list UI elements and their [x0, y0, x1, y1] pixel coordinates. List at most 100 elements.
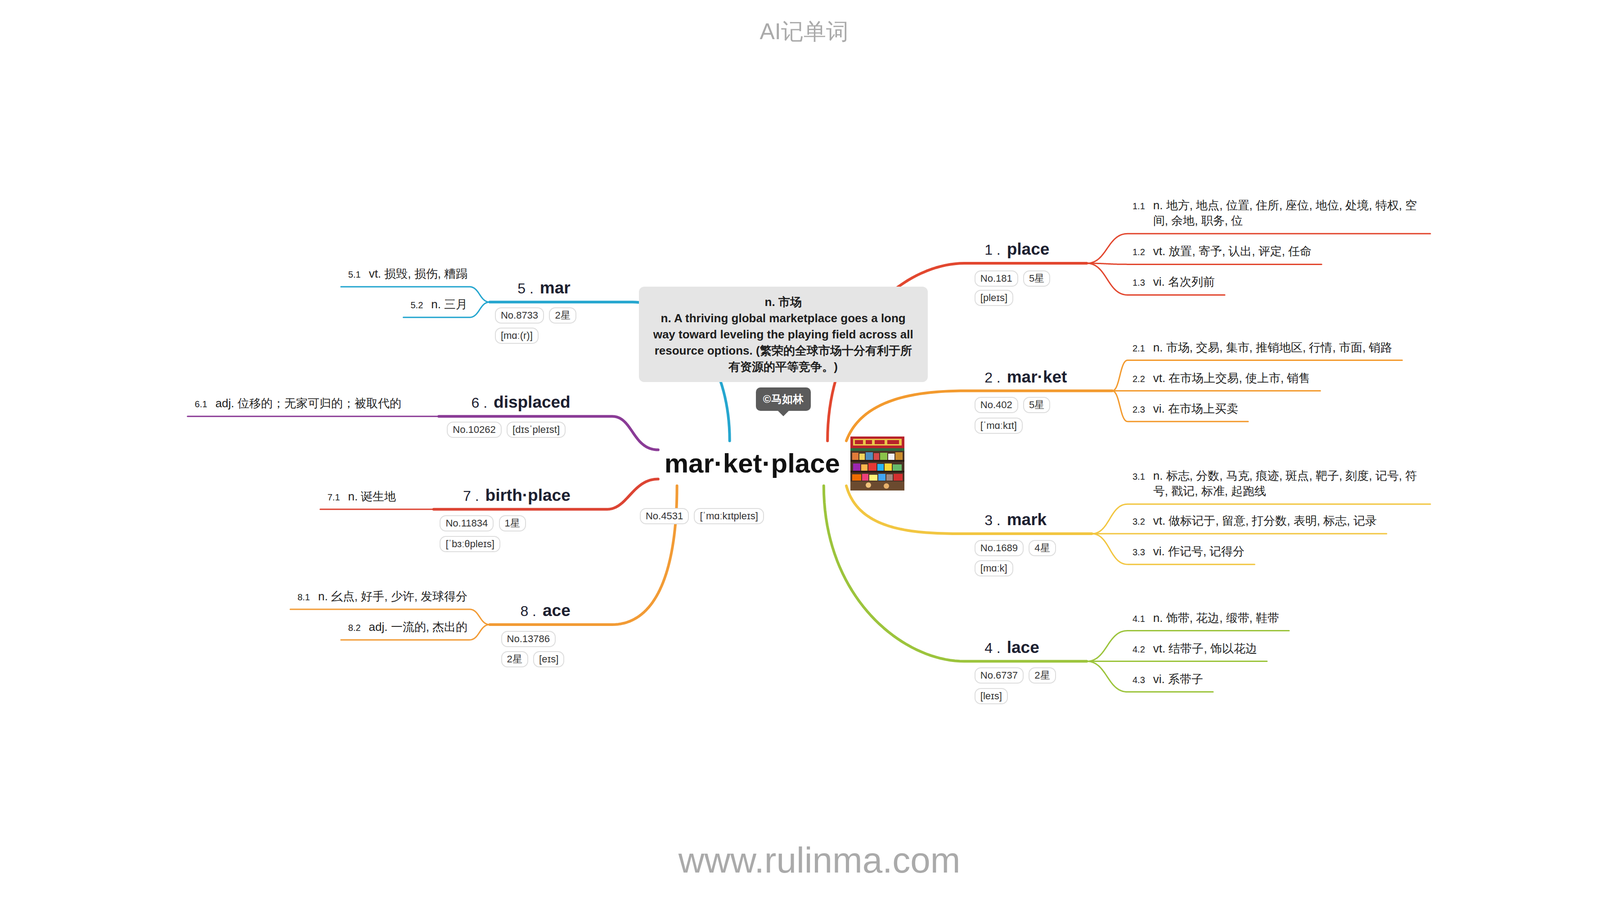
pill-text: 1星: [504, 517, 521, 529]
branch-connector: [1086, 660, 1268, 662]
branch-topic: 7 .birth·place: [433, 485, 608, 510]
branch-number: 8 .: [520, 602, 537, 620]
definition-item: 4.2vt. 结带子, 饰以花边: [1127, 638, 1268, 662]
definition-number: 5.1: [348, 269, 361, 280]
definition-item: 2.3 vi. 在市场上买卖: [1127, 399, 1249, 422]
definition-item: 4.3 vi. 系带子: [1127, 669, 1214, 693]
definition-text: adj. 一流的, 杰出的: [368, 619, 468, 635]
branch-number: 6 .: [471, 394, 488, 412]
definition-text: n. 三月: [431, 296, 468, 312]
word-tag-pill: [mɑːk]: [974, 560, 1014, 577]
definition-text: vt. 在市场上交易, 使上市, 销售: [1153, 370, 1311, 386]
definition-number: 3.2: [1132, 516, 1146, 527]
branch-word: place: [1006, 239, 1050, 260]
definition-item: 1.3 vi. 名次列前: [1127, 272, 1225, 295]
word-tag-pill: [ˈmɑːkɪtpleɪs]: [693, 507, 764, 525]
definition-text: vi. 作记号, 记得分: [1153, 543, 1245, 559]
definition-item: 5.1 vt. 损毁, 损伤, 糟蹋: [341, 264, 470, 287]
word-tag-pill: No.10262: [446, 421, 502, 438]
word-tag-pill: 2星: [1028, 667, 1056, 684]
pill-text: [ˈmɑːkɪt]: [980, 419, 1017, 432]
pill-text: [leɪs]: [980, 690, 1003, 702]
market-photo: [850, 436, 905, 491]
branch-connector: [1092, 503, 1431, 534]
branch-topic: 6 . displaced: [438, 392, 613, 417]
branch-topic: 8 .ace: [489, 600, 613, 625]
branch-connector: [846, 485, 1093, 534]
branch-connector: [1086, 263, 1322, 265]
word-tag-pill: [mɑː(r)]: [494, 327, 539, 344]
definition-text: vi. 系带子: [1153, 671, 1204, 687]
branch-number: 4 .: [984, 639, 1001, 657]
pill-text: [pleɪs]: [980, 292, 1008, 304]
definition-item: 5.2n. 三月: [403, 294, 470, 318]
branch-connector: [1086, 630, 1290, 662]
branch-word: mar: [539, 278, 571, 298]
definition-item: 1.1 n. 地方, 地点, 位置, 住所, 座位, 地位, 处境, 特权, 空间…: [1127, 195, 1431, 234]
definition-number: 2.3: [1132, 404, 1146, 415]
copyright-tag: ©马如林: [755, 387, 811, 411]
pill-text: [dɪsˈpleɪst]: [512, 423, 560, 436]
word-tag-pill: 4星: [1028, 539, 1056, 557]
central-word: mar·ket·place: [664, 448, 841, 479]
word-tag-pill: 2星: [548, 307, 576, 324]
definition-item: 4.1n. 饰带, 花边, 缎带, 鞋带: [1127, 608, 1290, 631]
definition-item: 6.1adj. 位移的；无家可归的；被取代的: [187, 393, 404, 417]
example-callout: n. 市场n. A thriving global marketplace go…: [638, 286, 928, 383]
word-tag-pill: No.11834: [439, 515, 494, 532]
branch-topic: 3 .mark: [964, 509, 1092, 534]
branch-connector: [846, 391, 1113, 441]
branch-topic: 5 . mar: [489, 278, 634, 302]
definition-number: 3.1: [1132, 471, 1146, 482]
pill-text: [ˈbɜːθpleɪs]: [445, 538, 495, 550]
word-tag-pill: No.402: [974, 396, 1019, 414]
definition-number: 4.3: [1132, 674, 1146, 686]
definition-number: 1.1: [1132, 201, 1146, 212]
branch-connector: [438, 416, 659, 450]
word-tag-pill: 5星: [1023, 270, 1051, 287]
definition-item: 3.3 vi. 作记号, 记得分: [1127, 541, 1255, 565]
branch-number: 7 .: [462, 487, 480, 505]
definition-number: 1.2: [1132, 247, 1146, 258]
branch-connector: [320, 508, 434, 510]
definition-number: 3.3: [1132, 547, 1146, 558]
copyright-text: ©马如林: [763, 392, 804, 405]
word-tag-pill: No.4531: [639, 507, 689, 525]
definition-text: n. 诞生地: [348, 488, 397, 504]
pill-text: No.402: [980, 399, 1013, 411]
definition-item: 3.2vt. 做标记于, 留意, 打分数, 表明, 标志, 记录: [1127, 511, 1387, 534]
callout-heading: n. 市场: [648, 293, 918, 311]
pill-text: [mɑːk]: [980, 562, 1008, 574]
branch-connector: [433, 479, 659, 510]
word-tag-pill: No.1689: [974, 539, 1024, 557]
pill-text: 2星: [554, 309, 571, 321]
branch-topic: 4 . lace: [964, 637, 1087, 662]
word-tag-pill: [dɪsˈpleɪst]: [506, 421, 566, 438]
definition-text: n. 地方, 地点, 位置, 住所, 座位, 地位, 处境, 特权, 空间, 余…: [1153, 197, 1421, 229]
branch-word: displaced: [493, 392, 571, 413]
definition-number: 1.3: [1132, 277, 1146, 288]
definition-text: adj. 位移的；无家可归的；被取代的: [215, 395, 402, 411]
callout-body: n. A thriving global marketplace goes a …: [648, 310, 918, 375]
pill-text: No.8733: [500, 309, 539, 321]
word-tag-pill: 1星: [498, 515, 526, 532]
definition-text: n. 市场, 交易, 集市, 推销地区, 行情, 市面, 销路: [1153, 339, 1393, 356]
definition-item: 3.1n. 标志, 分数, 马克, 痕迹, 斑点, 靶子, 刻度, 记号, 符号…: [1127, 466, 1431, 504]
branch-number: 5 .: [517, 280, 534, 297]
branch-connector: [1092, 533, 1387, 535]
definition-text: vt. 损毁, 损伤, 糟蹋: [368, 265, 468, 282]
word-tag-pill: 5星: [1023, 396, 1051, 414]
branch-word: lace: [1006, 637, 1040, 658]
definition-text: vi. 在市场上买卖: [1153, 400, 1239, 417]
word-tag-pill: No.6737: [974, 667, 1024, 684]
pill-text: No.1689: [980, 542, 1018, 554]
pill-text: [ˈmɑːkɪtpleɪs]: [699, 510, 758, 522]
definition-number: 4.2: [1132, 644, 1146, 655]
branch-connector: [489, 485, 678, 625]
pill-text: 2星: [507, 653, 523, 665]
word-tag-pill: No.13786: [501, 630, 556, 648]
branch-word: mark: [1006, 509, 1047, 530]
branch-number: 1 .: [984, 241, 1001, 259]
pill-text: No.6737: [980, 669, 1018, 681]
definition-text: vi. 名次列前: [1153, 274, 1215, 290]
